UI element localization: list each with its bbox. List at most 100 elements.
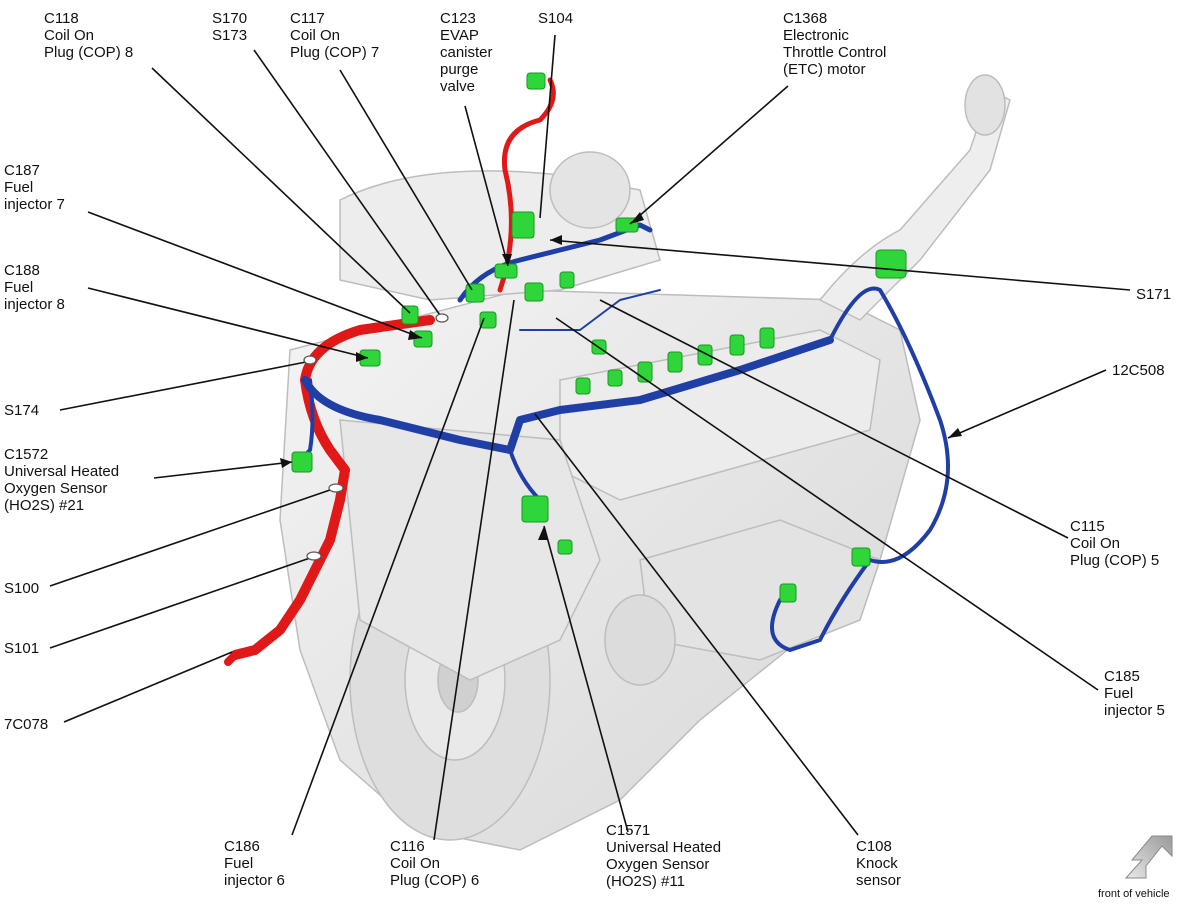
leader-s174 <box>59 361 307 411</box>
red-harness-main <box>230 315 435 660</box>
arrow-c187 <box>408 330 422 340</box>
connector-c118 <box>401 305 419 325</box>
leader-c118 <box>151 67 411 314</box>
callout-line: purge <box>440 61 479 78</box>
callout-line: Universal Heated <box>606 839 722 856</box>
callout-line: C108 <box>856 838 892 855</box>
connector-s171 <box>559 271 575 289</box>
callout-line: Fuel <box>224 855 254 872</box>
connector-c117 <box>465 283 485 303</box>
harness-red <box>224 77 556 666</box>
arrow-up-right-icon <box>1124 835 1173 879</box>
leader-c115 <box>599 299 1069 539</box>
callout-line: Throttle Control <box>783 44 887 61</box>
leader-c117 <box>339 69 473 291</box>
callout-line: C123 <box>440 10 476 27</box>
callout-line: S170 <box>212 10 248 27</box>
splices <box>303 313 449 561</box>
arrow-s171 <box>550 235 562 245</box>
splice-s101 <box>306 551 322 561</box>
callout-line: injector 5 <box>1104 702 1165 719</box>
callout-line: Plug (COP) 6 <box>390 872 480 889</box>
callout-line: S104 <box>538 10 574 27</box>
bellhousing <box>339 419 601 681</box>
callout-s174: S174 <box>4 402 39 419</box>
connector-c1571 <box>521 495 549 523</box>
blue-harness-thin <box>519 289 661 331</box>
air-intake-tube <box>818 88 1011 321</box>
leader-s170 <box>253 49 443 319</box>
callout-line: Coil On <box>390 855 441 872</box>
connector-c1572 <box>291 451 313 473</box>
callout-line: C1571 <box>606 822 651 839</box>
callout-line: Knock <box>856 855 898 872</box>
connector-s170 <box>494 263 518 279</box>
callout-line: C116 <box>390 838 425 855</box>
callout-line: Fuel <box>4 279 34 296</box>
leader-c123 <box>464 105 509 267</box>
callout-line: C186 <box>224 838 260 855</box>
leader-7c078 <box>63 651 233 723</box>
splice-s174 <box>303 355 317 365</box>
connector-cop-5 <box>759 327 775 349</box>
callout-line: C1572 <box>4 446 49 463</box>
connector-cop-4 <box>729 334 745 356</box>
blue-harness-loop <box>828 286 950 564</box>
leader-c1571 <box>543 525 629 833</box>
leader-c1368 <box>629 85 789 225</box>
leader-arrowheads <box>280 212 962 540</box>
connector-c116 <box>479 311 497 329</box>
leader-c185 <box>555 317 1099 691</box>
callout-line: C185 <box>1104 668 1140 685</box>
connector-inj-2 <box>607 369 623 387</box>
callout-line: Universal Heated <box>4 463 120 480</box>
connector-c185 <box>851 547 871 567</box>
leader-s104 <box>539 34 556 219</box>
callout-line: C188 <box>4 262 40 279</box>
splice-s170 <box>435 313 449 323</box>
arrow-c1571 <box>538 526 548 540</box>
connector-inj-1 <box>575 377 591 395</box>
arrow-c123 <box>502 254 512 266</box>
callout-line: valve <box>440 78 476 95</box>
callout-line: injector 6 <box>224 872 285 889</box>
callout-line: Electronic <box>783 27 849 44</box>
arrow-c1572 <box>280 458 292 468</box>
air-intake-end <box>964 74 1006 136</box>
connectors <box>291 72 907 603</box>
callout-line: S171 <box>1136 286 1172 303</box>
callout-line: Fuel <box>1104 685 1134 702</box>
blue-harness-left-drop <box>298 378 315 462</box>
callout-line: injector 8 <box>4 296 65 313</box>
callout-12c508: 12C508 <box>1112 362 1165 379</box>
connector-c108 <box>557 539 573 555</box>
front-of-vehicle-label: front of vehicle <box>1098 888 1170 900</box>
leader-12c508 <box>947 369 1107 439</box>
callout-s104: S104 <box>538 10 573 27</box>
callout-line: Coil On <box>290 27 341 44</box>
callout-line: C117 <box>290 10 325 27</box>
callout-line: S101 <box>4 640 40 657</box>
leader-s101 <box>49 557 311 649</box>
red-harness-tail <box>224 651 239 666</box>
callout-line: Fuel <box>4 179 34 196</box>
callout-line: C118 <box>44 10 79 27</box>
connector-intake-tube <box>875 249 907 279</box>
callout-line: C187 <box>4 162 40 179</box>
engine-body <box>279 74 1011 851</box>
callout-7c078: 7C078 <box>4 716 48 733</box>
callout-line: EVAP <box>440 27 479 44</box>
leader-s100 <box>49 489 331 587</box>
